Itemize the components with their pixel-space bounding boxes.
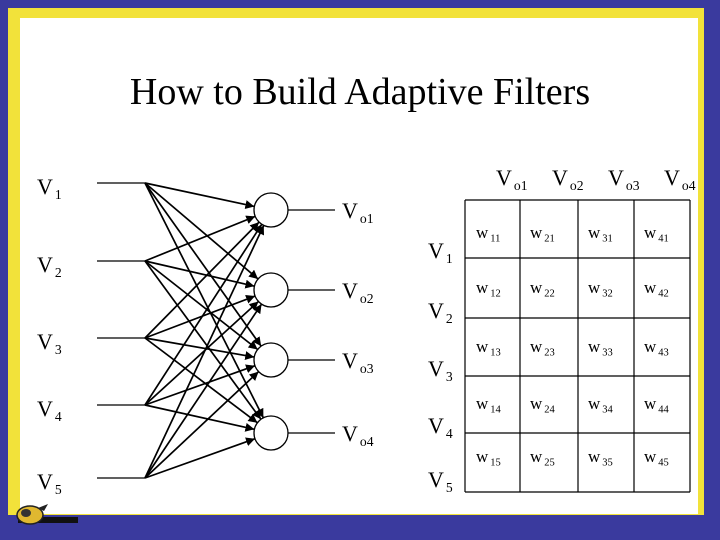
weight-edge-v5-o3 — [144, 371, 260, 479]
weight-edge-v3-o4 — [144, 337, 258, 424]
weight-edge-v1-o2 — [144, 182, 259, 280]
neuron-node-o3 — [253, 342, 289, 378]
weight-edge-v3-o2 — [144, 295, 256, 339]
neuron-node-o1 — [253, 192, 289, 228]
slide-title: How to Build Adaptive Filters — [129, 71, 591, 113]
weight-edge-v4-o2 — [144, 300, 260, 406]
slide-canvas — [20, 18, 698, 514]
weight-edge-v5-o1 — [144, 225, 265, 479]
weight-edge-v4-o4 — [144, 404, 255, 432]
weight-edge-v5-o4 — [144, 437, 256, 479]
neuron-node-o4 — [253, 415, 289, 451]
network-connections — [97, 182, 335, 479]
weight-edge-v4-o3 — [144, 364, 256, 406]
weight-edge-v2-o1 — [144, 215, 256, 262]
weight-edge-v4-o1 — [144, 223, 263, 406]
weight-edge-v5-o2 — [144, 303, 263, 479]
weight-edge-v1-o4 — [144, 182, 265, 419]
neuron-node-o2 — [253, 272, 289, 308]
weight-edge-v1-o1 — [144, 182, 255, 209]
weight-edge-v2-o4 — [144, 260, 262, 420]
weight-edge-v3-o1 — [144, 221, 260, 339]
logo-icon — [16, 504, 78, 525]
network-nodes — [253, 192, 289, 451]
weight-edge-v2-o2 — [144, 260, 255, 289]
weight-edge-v1-o3 — [144, 182, 262, 347]
weight-edge-v2-o3 — [144, 260, 259, 351]
weight-edge-v3-o3 — [144, 337, 255, 360]
